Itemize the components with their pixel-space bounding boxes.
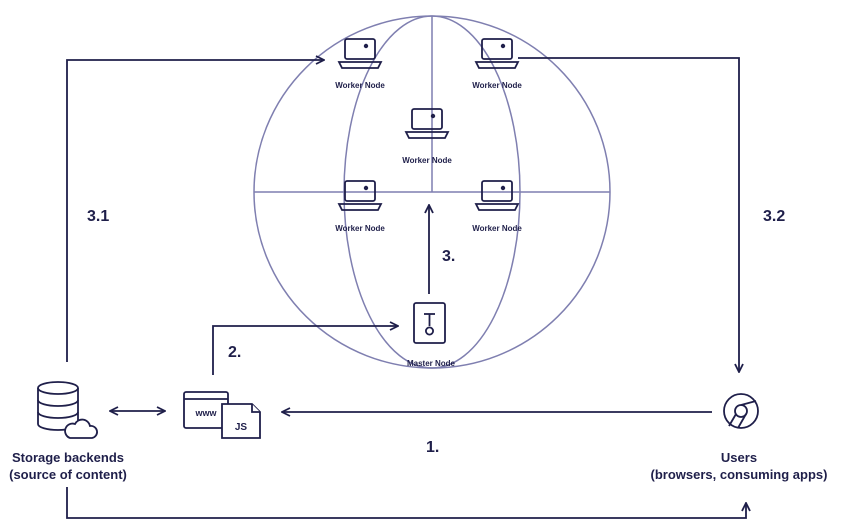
globe — [253, 15, 611, 369]
worker-node: Worker Node — [335, 180, 385, 233]
users-subtitle: (browsers, consuming apps) — [650, 467, 828, 482]
worker-node-label: Worker Node — [472, 224, 522, 233]
arrow-2 — [212, 326, 398, 375]
www-label: www — [194, 408, 217, 418]
laptop-icon — [337, 180, 383, 211]
js-label: JS — [235, 422, 248, 433]
users-label: Users (browsers, consuming apps) — [634, 449, 844, 483]
storage-title: Storage backends — [12, 450, 124, 465]
storage-backend-icon — [37, 381, 98, 439]
arrow-3-1 — [66, 60, 324, 362]
web-app-icon: www JS — [183, 391, 261, 439]
step-label-3-1: 3.1 — [87, 208, 109, 225]
step-label-1: 1. — [426, 439, 439, 456]
storage-label: Storage backends (source of content) — [0, 449, 136, 483]
master-node-label: Master Node — [407, 359, 456, 368]
step-label-3-2: 3.2 — [763, 208, 785, 225]
worker-node: Worker Node — [472, 38, 522, 90]
worker-node: Worker Node — [335, 38, 385, 90]
master-node: Master Node — [407, 302, 456, 368]
browser-window-icon — [183, 391, 229, 429]
worker-node: Worker Node — [472, 180, 522, 233]
laptop-icon — [474, 180, 520, 211]
laptop-icon — [474, 38, 520, 69]
worker-node-label: Worker Node — [335, 81, 385, 90]
js-file-icon — [221, 403, 261, 439]
arrow-3-2 — [518, 57, 739, 372]
laptop-icon — [404, 108, 450, 139]
storage-subtitle: (source of content) — [9, 467, 127, 482]
server-icon — [413, 302, 446, 344]
step-label-2: 2. — [228, 344, 241, 361]
step-label-3: 3. — [442, 248, 455, 265]
worker-node-label: Worker Node — [472, 81, 522, 90]
laptop-icon — [337, 38, 383, 69]
worker-node-label: Worker Node — [402, 156, 452, 165]
worker-node-label: Worker Node — [335, 224, 385, 233]
users-title: Users — [720, 450, 758, 465]
chrome-icon — [723, 393, 759, 429]
worker-node: Worker Node — [402, 108, 452, 165]
arrow-bottom-loop — [66, 487, 746, 519]
cloud-icon — [64, 418, 98, 439]
